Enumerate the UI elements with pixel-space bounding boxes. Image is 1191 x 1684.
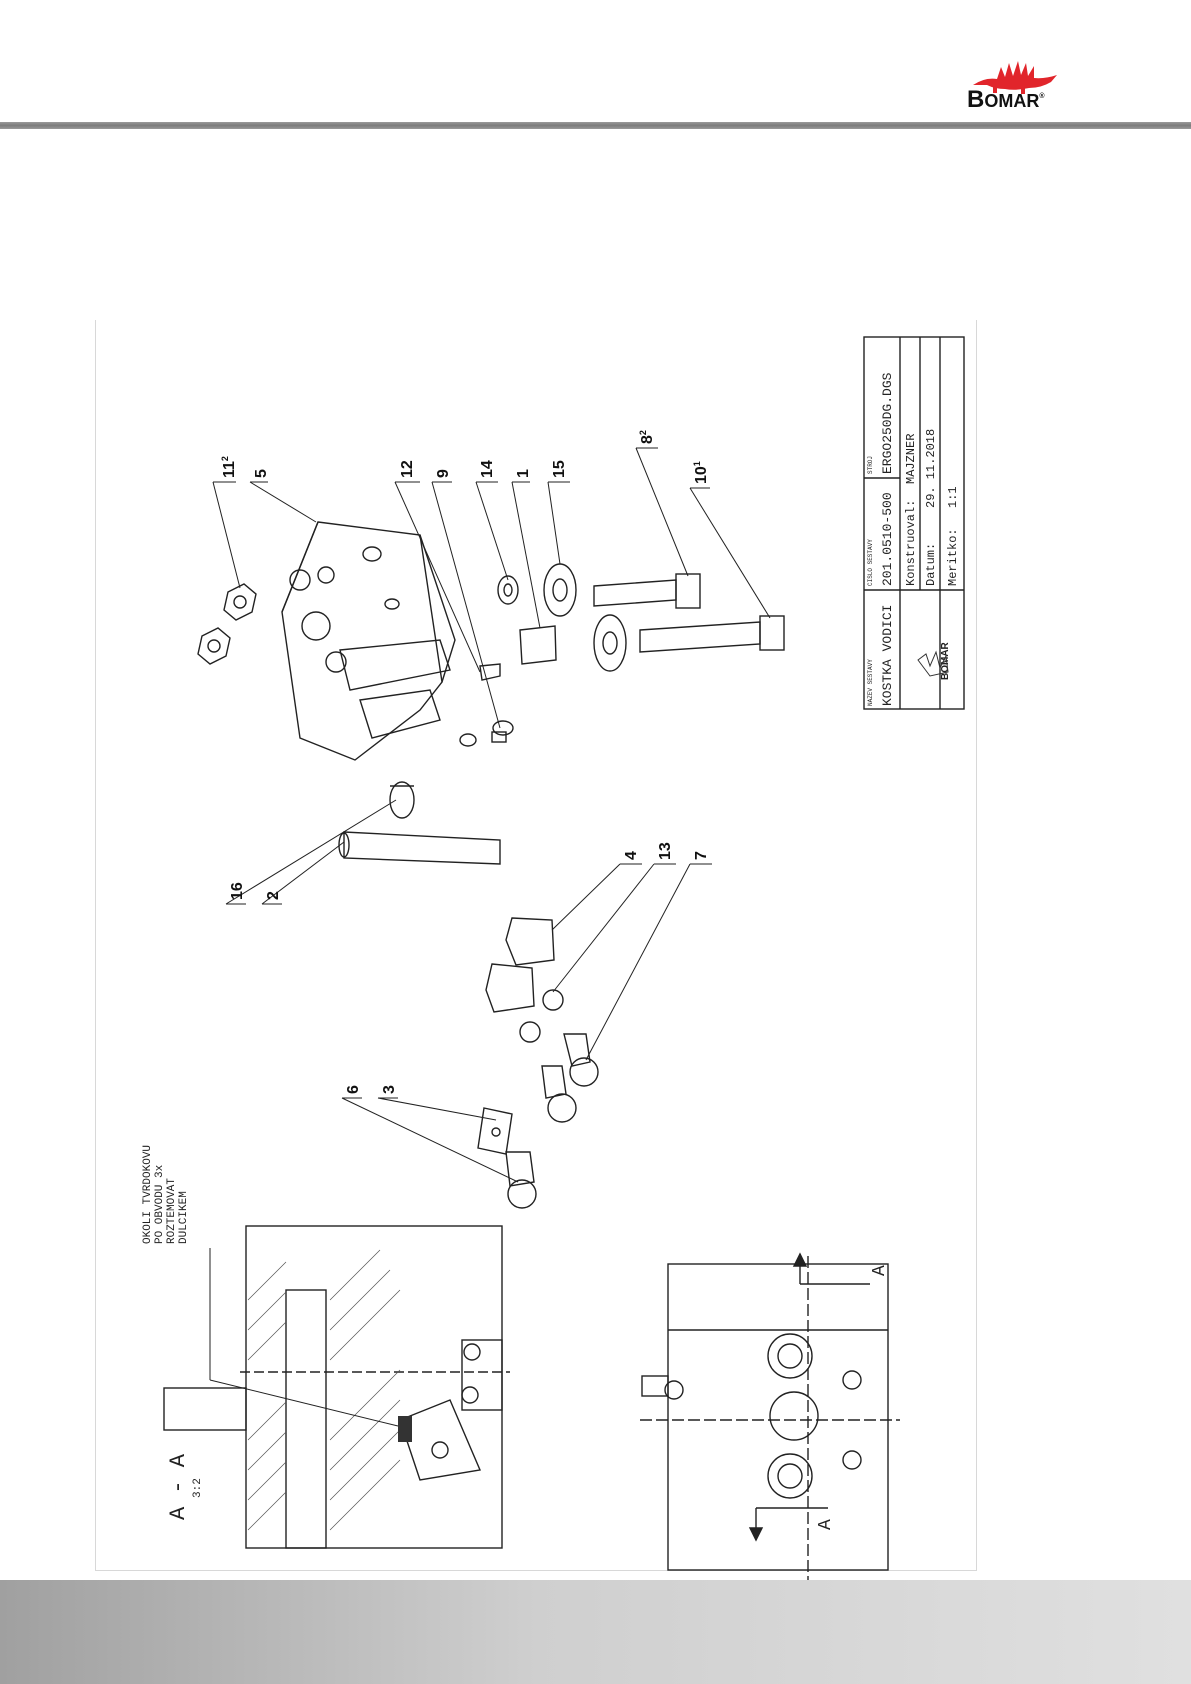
title-machine-value: ERGO250DG.DGS: [880, 372, 895, 474]
title-machine-label: STROJ: [867, 456, 874, 474]
title-number-label: CISLO SESTAVY: [867, 539, 874, 586]
insert-parts: [486, 918, 598, 1122]
title-date-label: Datum:: [924, 543, 938, 586]
balloon-1: 1: [515, 469, 532, 478]
section-marker-bottom: A: [816, 1519, 836, 1530]
title-designer-value: MAJZNER: [904, 434, 918, 484]
plate-and-screw: [478, 1108, 536, 1208]
balloon-7: 7: [693, 851, 710, 860]
balloon-14: 14: [479, 460, 496, 478]
pin-part: [339, 782, 500, 864]
title-number-value: 201.0510-500: [880, 492, 895, 586]
bottom-view: [640, 1256, 900, 1580]
small-screw-parts: [460, 664, 513, 746]
balloon-10: 101: [692, 461, 710, 484]
section-cut-markers: [750, 1254, 870, 1540]
balloon-2: 2: [265, 891, 282, 900]
balloon-5: 5: [253, 469, 270, 478]
section-title: A - A: [166, 1453, 191, 1520]
footer-band: [0, 1580, 1191, 1684]
section-a-a: [164, 1226, 510, 1548]
section-note-line-2: PO OBVODU 3x: [154, 1164, 166, 1244]
carbide-tip: [398, 1416, 412, 1442]
balloon-15: 15: [551, 460, 568, 478]
title-designer-label: Konstruoval:: [904, 500, 918, 586]
balloon-12: 12: [399, 460, 416, 478]
bearing-set: [498, 564, 626, 671]
section-note-line-4: DULCIKEM: [178, 1191, 190, 1244]
balloon-8: 82: [638, 430, 656, 444]
balloon-13: 13: [657, 842, 674, 860]
balloon-9: 9: [435, 469, 452, 478]
balloon-3: 3: [381, 1085, 398, 1094]
balloon-11: 112: [220, 456, 238, 478]
balloon-6: 6: [345, 1085, 362, 1094]
title-scale-label: Meritko:: [946, 528, 960, 586]
section-hatch: [248, 1250, 400, 1530]
leader-lines: [210, 448, 770, 1426]
title-date-value: 29. 11.2018: [924, 429, 938, 508]
nut-part: [198, 584, 256, 664]
section-scale: 3:2: [192, 1478, 204, 1498]
title-name-value: KOSTKA VODICI: [880, 605, 895, 706]
section-note-line-3: ROZTEMOVAT: [166, 1178, 178, 1244]
section-note-line-1: OKOLI TVRDOKOVU: [142, 1145, 154, 1244]
bolt-parts: [594, 574, 784, 652]
title-name-label: NAZEV SESTAVY: [867, 659, 874, 706]
section-marker-top: A: [870, 1265, 890, 1276]
balloon-16: 16: [229, 882, 246, 900]
balloon-4: 4: [623, 851, 640, 860]
title-small-logo: BOMAR: [940, 641, 951, 680]
title-scale-value: 1:1: [946, 486, 960, 508]
